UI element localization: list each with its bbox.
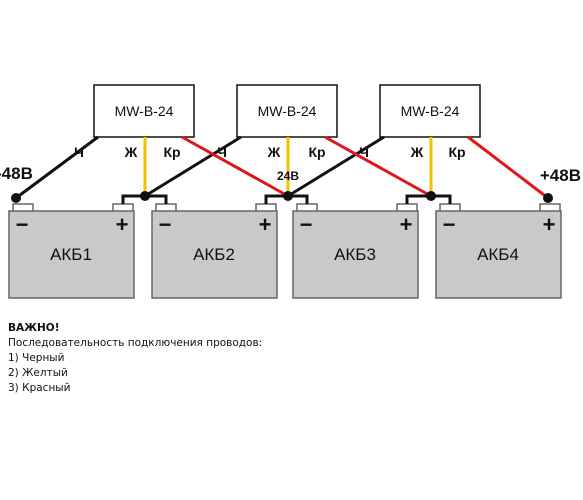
- module-2: MW-B-24: [236, 84, 338, 138]
- wire-label-yellow-1: Ж: [124, 144, 138, 160]
- voltage-minus-label: -48В: [0, 164, 33, 183]
- wire-label-black-2: Ч: [217, 144, 227, 160]
- battery-3-label: АКБ3: [334, 245, 376, 264]
- red-wire-1: [181, 135, 289, 198]
- wire-label-red-3: Кр: [448, 144, 465, 160]
- wire-label-black-3: Ч: [359, 144, 369, 160]
- battery-2-body: [151, 210, 278, 299]
- battery-1-pos-sign: +: [116, 212, 129, 237]
- notes-item-1: 1) Черный: [8, 352, 65, 364]
- notes-title: ВАЖНО!: [8, 322, 60, 334]
- junction-dot-2: [283, 191, 293, 201]
- battery-4: − + АКБ4: [435, 203, 562, 299]
- module-3: MW-B-24: [379, 84, 481, 138]
- battery-3-pos-sign: +: [400, 212, 413, 237]
- notes-item-3: 3) Красный: [8, 382, 71, 394]
- junction-dot-1: [140, 191, 150, 201]
- junction-dot-minus: [11, 193, 21, 203]
- wire-label-black-1: Ч: [74, 144, 84, 160]
- junction-dot-plus: [543, 193, 553, 203]
- black-wire-2: [144, 135, 242, 198]
- battery-4-body: [435, 210, 562, 299]
- battery-2-label: АКБ2: [193, 245, 235, 264]
- battery-2-neg-sign: −: [159, 212, 172, 237]
- wiring-diagram: − + АКБ1 − + АКБ2 − + АКБ3 − + АКБ4 MW-B…: [0, 84, 581, 299]
- junction-dot-3: [426, 191, 436, 201]
- wire-label-red-2: Кр: [308, 144, 325, 160]
- module-1: MW-B-24: [93, 84, 195, 138]
- battery-3: − + АКБ3: [292, 203, 419, 299]
- black-wire-3: [287, 135, 385, 198]
- module-2-box: [236, 84, 338, 138]
- battery-1-neg-sign: −: [16, 212, 29, 237]
- red-wire-3: [467, 135, 549, 200]
- battery-3-neg-sign: −: [300, 212, 313, 237]
- red-wire-2: [324, 135, 432, 198]
- wire-label-yellow-3: Ж: [410, 144, 424, 160]
- module-1-label: MW-B-24: [115, 103, 174, 119]
- voltage-plus-label: +48В: [540, 166, 581, 185]
- notes-intro: Последовательность подключения проводов:: [8, 337, 263, 349]
- battery-4-neg-sign: −: [443, 212, 456, 237]
- module-2-label: MW-B-24: [258, 103, 317, 119]
- notes-item-2: 2) Желтый: [8, 367, 68, 379]
- voltage-mid-label: 24В: [277, 169, 299, 183]
- battery-3-body: [292, 210, 419, 299]
- wire-label-red-1: Кр: [163, 144, 180, 160]
- battery-1: − + АКБ1: [8, 203, 135, 299]
- module-3-label: MW-B-24: [401, 103, 460, 119]
- black-wire-1: [15, 135, 99, 200]
- battery-1-body: [8, 210, 135, 299]
- module-3-box: [379, 84, 481, 138]
- wire-label-yellow-2: Ж: [267, 144, 281, 160]
- battery-4-label: АКБ4: [477, 245, 519, 264]
- battery-1-label: АКБ1: [50, 245, 92, 264]
- battery-4-pos-sign: +: [543, 212, 556, 237]
- battery-2-pos-sign: +: [259, 212, 272, 237]
- wiring-notes: ВАЖНО! Последовательность подключения пр…: [8, 321, 262, 396]
- battery-2: − + АКБ2: [151, 203, 278, 299]
